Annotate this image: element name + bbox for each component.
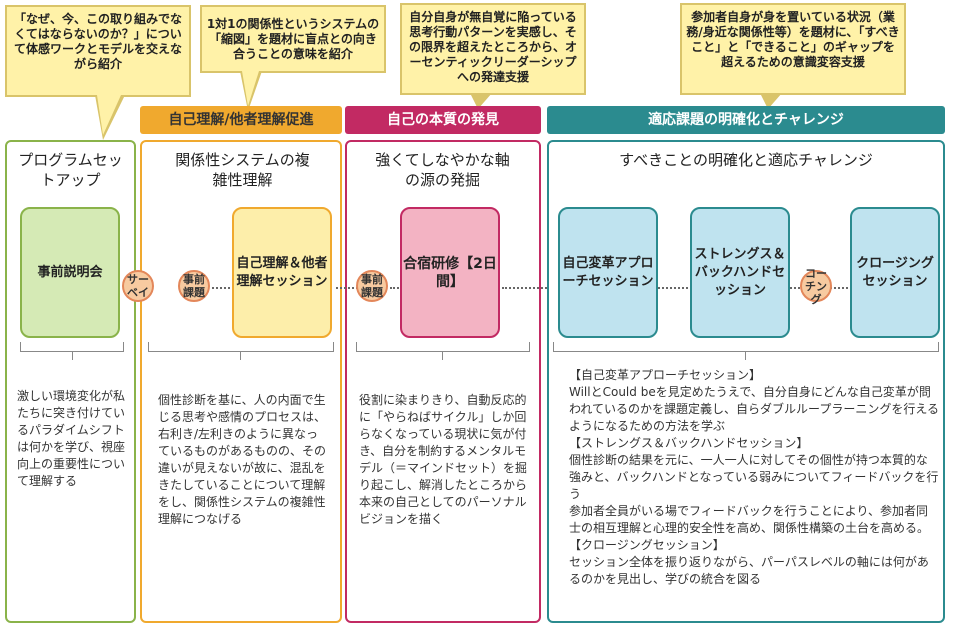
node-closing-label: クロージングセッション xyxy=(856,255,934,289)
desc-program-setup: 激しい環境変化が私たちに突き付けているパラダイムシフトは何かを学び、視座向上の重… xyxy=(17,389,126,488)
brace-c4 xyxy=(553,342,939,352)
node-self-other-label: 自己理解＆他者理解セッション xyxy=(236,255,328,289)
circle-pre-assignment-1[interactable]: 事前課題 xyxy=(178,270,210,302)
desc-line: 【ストレングス＆バックハンドセッション】 xyxy=(569,436,809,450)
desc-line: セッション全体を振り返りながら、パーパスレベルの軸には何があるのかを見出し、学び… xyxy=(569,555,929,586)
desc-line: 【クロージングセッション】 xyxy=(569,538,725,552)
desc-line: 個性診断の結果を元に、一人一人に対してその個性が持つ本質的な強みと、バックハンド… xyxy=(569,453,939,501)
node-self-transformation-session[interactable]: 自己変革アプローチセッション xyxy=(558,207,658,338)
phase-self-other-understanding: 自己理解/他者理解促進 xyxy=(140,106,342,134)
callout-essence-text: 自分自身が無自覚に陥っている思考行動パターンを実感し、その限界を超えたところから… xyxy=(408,10,577,84)
node-strength-backhand-label: ストレングス＆バックハンドセッション xyxy=(694,246,786,298)
desc-core-discovery: 役割に染まりきり、自動反応的に「やらねばサイクル」しか回らなくなっている現状に気… xyxy=(359,393,528,526)
brace-c3 xyxy=(356,342,530,352)
callout-essence: 自分自身が無自覚に陥っている思考行動パターンを実感し、その限界を超えたところから… xyxy=(400,3,586,95)
callout-relationship-text: 1対1の関係性というシステムの「縮図」を題材に盲点との向き合うことの意味を紹介 xyxy=(206,17,380,61)
circle-survey[interactable]: サーベイ xyxy=(122,270,154,302)
node-retreat-training[interactable]: 合宿研修【2日間】 xyxy=(400,207,500,338)
phase-adaptive-challenge: 適応課題の明確化とチャレンジ xyxy=(547,106,945,134)
desc-line: 参加者全員がいる場でフィードバックを行うことにより、参加者同士の相互理解と心理的… xyxy=(569,504,930,535)
callout-challenge: 参加者自身が身を置いている状況（業務/身近な関係性等）を題材に、「すべきこと」と… xyxy=(680,3,906,95)
callout-challenge-text: 参加者自身が身を置いている状況（業務/身近な関係性等）を題材に、「すべきこと」と… xyxy=(686,10,900,69)
node-pre-briefing-label: 事前説明会 xyxy=(37,264,103,280)
brace-c2 xyxy=(148,342,334,352)
column-core-discovery-title: 強くてしなやかな軸の源の発掘 xyxy=(375,151,510,189)
desc-line: WillとCould beを見定めたうえで、自分自身にどんな自己変革が問われてい… xyxy=(569,385,939,433)
phase-essence-discovery: 自己の本質の発見 xyxy=(345,106,541,134)
column-adaptive-challenge-title: すべきことの明確化と適応チャレンジ xyxy=(619,151,873,169)
column-program-setup-title: プログラムセットアップ xyxy=(18,151,123,189)
node-retreat-label: 合宿研修【2日間】 xyxy=(403,255,497,290)
brace-c1 xyxy=(20,342,124,352)
node-closing-session[interactable]: クロージングセッション xyxy=(850,207,940,338)
column-relationship-system-title: 関係性システムの複雑性理解 xyxy=(175,151,310,189)
node-pre-briefing[interactable]: 事前説明会 xyxy=(20,207,120,338)
desc-line: 【自己変革アプローチセッション】 xyxy=(569,368,762,382)
node-self-other-understanding-session[interactable]: 自己理解＆他者理解セッション xyxy=(232,207,332,338)
node-strength-backhand-session[interactable]: ストレングス＆バックハンドセッション xyxy=(690,207,790,338)
callout-setup: 「なぜ、今、この取り組みでなくてはならないのか？」について体感ワークとモデルを交… xyxy=(5,5,191,97)
circle-pre-assignment-2[interactable]: 事前課題 xyxy=(356,270,388,302)
circle-coaching[interactable]: コーチング xyxy=(800,267,832,306)
callout-relationship: 1対1の関係性というシステムの「縮図」を題材に盲点との向き合うことの意味を紹介 xyxy=(200,5,386,73)
desc-relationship-system: 個性診断を基に、人の内面で生じる思考や感情のプロセスは、右利き/左利きのように異… xyxy=(158,393,327,526)
callout-setup-text: 「なぜ、今、この取り組みでなくてはならないのか？」について体感ワークとモデルを交… xyxy=(13,12,182,71)
desc-adaptive-challenge: 【自己変革アプローチセッション】 WillとCould beを見定めたうえで、自… xyxy=(569,367,939,588)
callout-essence-tail xyxy=(470,93,492,109)
node-self-transformation-label: 自己変革アプローチセッション xyxy=(562,255,654,289)
callout-challenge-tail xyxy=(760,93,782,109)
